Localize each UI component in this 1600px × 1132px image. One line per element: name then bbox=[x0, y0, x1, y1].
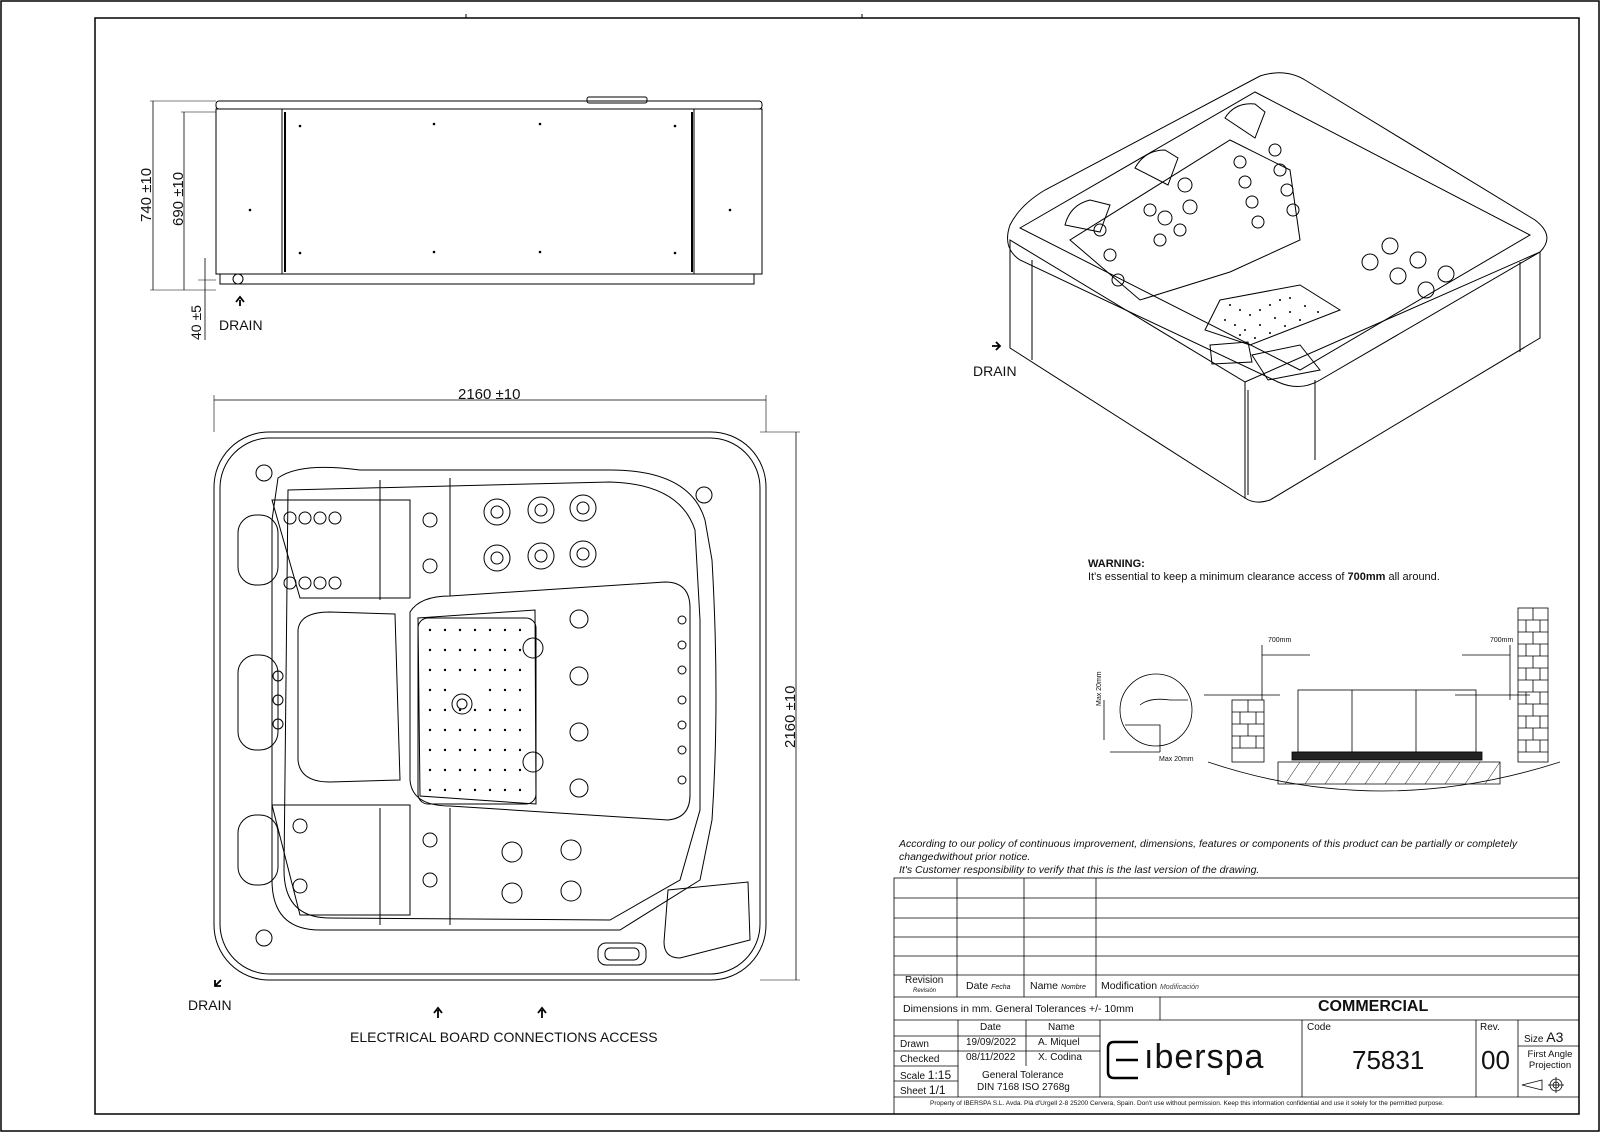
code-value: 75831 bbox=[1352, 1045, 1425, 1075]
general-tolerance: General Tolerance bbox=[982, 1070, 1064, 1081]
commercial-label: COMMERCIAL bbox=[1318, 998, 1429, 1015]
footer-note: Property of IBERSPA S.L. Avda. Plà d'Urg… bbox=[930, 1100, 1444, 1107]
policy-line-1: According to our policy of continuous im… bbox=[899, 838, 1518, 863]
name-header: Name Nombre bbox=[1030, 980, 1086, 992]
iso-jets bbox=[1093, 143, 1455, 299]
dimensions-note: Dimensions in mm. General Tolerances +/-… bbox=[903, 1003, 1134, 1015]
side-drain-label: DRAIN bbox=[219, 317, 263, 333]
col-name-header: Name bbox=[1048, 1022, 1075, 1033]
policy-line-2: It's Customer responsibility to verify t… bbox=[899, 864, 1260, 876]
warning-title: WARNING: bbox=[1088, 558, 1145, 570]
tolerance-standard: DIN 7168 ISO 2768g bbox=[977, 1082, 1070, 1093]
warning-note: WARNING: It's essential to keep a minimu… bbox=[1088, 558, 1440, 584]
policy-note: According to our policy of continuous im… bbox=[899, 838, 1569, 877]
electrical-access-label: ELECTRICAL BOARD CONNECTIONS ACCESS bbox=[350, 1029, 658, 1045]
iberspa-logo: ıberspa bbox=[1144, 1038, 1265, 1076]
drawn-label: Drawn bbox=[900, 1039, 929, 1050]
side-view bbox=[150, 96, 763, 340]
jets bbox=[255, 464, 713, 947]
col-date-header: Date bbox=[980, 1022, 1002, 1033]
max-height-label: Max 20mm bbox=[1096, 671, 1103, 706]
revision-header: Revision Revisión bbox=[905, 975, 944, 995]
top-view bbox=[213, 395, 800, 1018]
dim-tub-height: 690 ±10 bbox=[170, 171, 187, 226]
rev-value: 00 bbox=[1481, 1045, 1510, 1075]
iso-drain-label: DRAIN bbox=[973, 363, 1017, 379]
sheet-label: Sheet 1/1 bbox=[900, 1083, 946, 1097]
footwell-grille bbox=[428, 628, 522, 792]
checked-label: Checked bbox=[900, 1054, 940, 1065]
top-drain-label: DRAIN bbox=[188, 997, 232, 1013]
checked-date: 08/11/2022 bbox=[966, 1052, 1016, 1063]
scale-label: Scale 1:15 bbox=[900, 1068, 952, 1082]
drawn-date: 19/09/2022 bbox=[966, 1037, 1017, 1048]
brick-wall-right bbox=[1517, 607, 1549, 763]
dim-width: 2160 ±10 bbox=[458, 386, 521, 403]
brick-wall-left bbox=[1231, 699, 1265, 763]
right-clearance-label: 700mm bbox=[1490, 637, 1514, 644]
dim-total-height: 740 ±10 bbox=[138, 167, 155, 222]
title-block-grid bbox=[893, 877, 1580, 1115]
clearance-detail bbox=[1103, 607, 1561, 792]
date-header: Date Fecha bbox=[966, 980, 1011, 992]
modification-header: Modification Modificación bbox=[1101, 980, 1199, 992]
left-clearance-label: 700mm bbox=[1268, 637, 1292, 644]
projection-label: First Angle Projection bbox=[1527, 1049, 1573, 1071]
dim-depth: 2160 ±10 bbox=[782, 685, 799, 748]
checked-name: X. Codina bbox=[1038, 1052, 1082, 1063]
iso-view bbox=[992, 72, 1548, 503]
rev-label: Rev. bbox=[1480, 1022, 1500, 1033]
warning-text: It's essential to keep a minimum clearan… bbox=[1088, 571, 1440, 583]
size-label: Size A3 bbox=[1524, 1029, 1564, 1045]
drawn-name: A. Miquel bbox=[1038, 1037, 1080, 1048]
max-width-label: Max 20mm bbox=[1159, 756, 1194, 763]
code-label: Code bbox=[1307, 1022, 1331, 1033]
dim-base-height: 40 ±5 bbox=[188, 305, 204, 340]
